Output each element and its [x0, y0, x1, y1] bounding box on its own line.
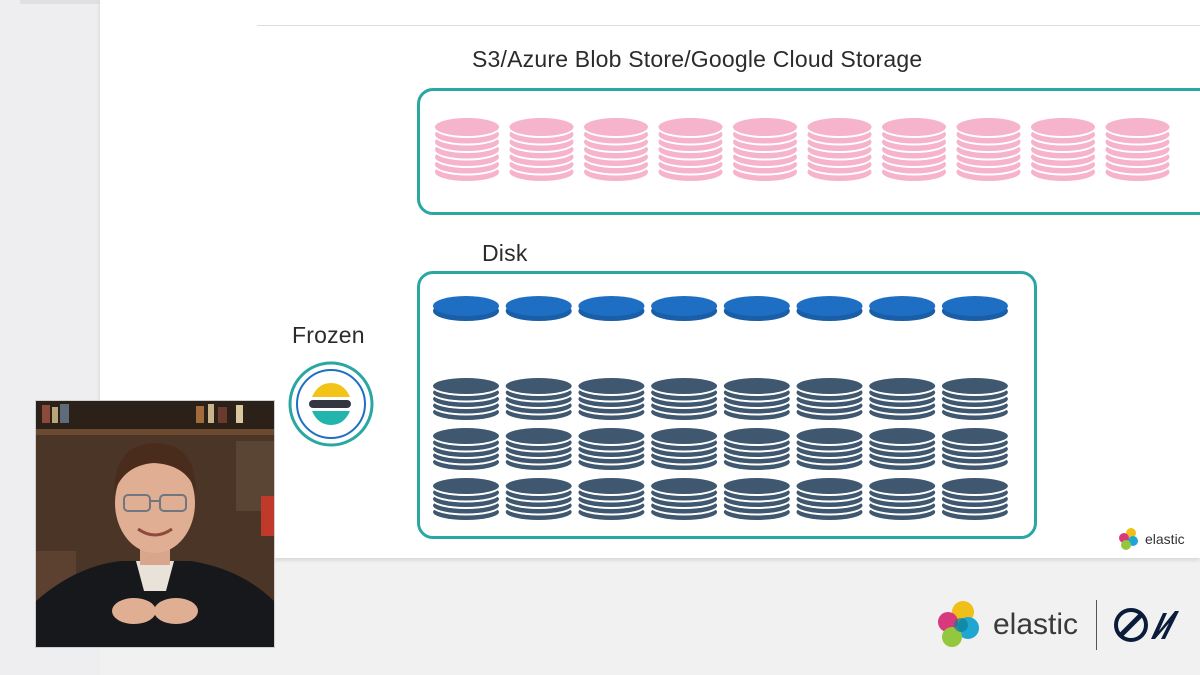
footer-separator [1096, 600, 1098, 650]
slate-disk-stack-icon [796, 478, 863, 522]
pink-storage-stack-icon [1105, 118, 1170, 183]
blue-disk-icon [505, 296, 572, 321]
blue-disk-icon [433, 296, 499, 321]
slate-disk-stack-icon [505, 378, 572, 422]
slate-disk-stack-icon [796, 378, 863, 422]
elastic-logo-icon [938, 601, 979, 647]
slate-disk-stack-icon [505, 428, 572, 472]
pink-storage-stack-icon [807, 118, 872, 183]
blue-disk-icon [578, 296, 645, 321]
footer-brand-text: elastic [993, 608, 1079, 641]
slate-disk-stack-icon [578, 478, 645, 522]
slide-divider [257, 25, 1200, 26]
slate-disk-stack-icon [723, 478, 790, 522]
pink-storage-stack-icon [658, 118, 723, 183]
blue-disk-icon [651, 296, 718, 321]
slate-disk-stack-icon [869, 378, 936, 422]
partner-logo-icon [1114, 608, 1180, 642]
pink-storage-stack-icon [956, 118, 1021, 183]
blue-disk-icon [723, 296, 790, 321]
blue-disk-icon [869, 296, 936, 321]
presenter-webcam [35, 400, 275, 648]
slate-disk-stack-icon [869, 478, 936, 522]
footer-branding: elastic [935, 600, 1185, 650]
elastic-logo-icon [1119, 528, 1138, 550]
slate-disk-stack-icon [869, 428, 936, 472]
pink-storage-stack-icon [733, 118, 797, 183]
pink-storage-stack-icon [509, 118, 574, 183]
slate-disk-stack-icon [651, 478, 718, 522]
slate-disk-stack-icon [578, 428, 645, 472]
watermark-text: elastic [1145, 531, 1185, 547]
s3-storage-box [417, 88, 1200, 215]
pink-storage-stack-icon [435, 118, 499, 183]
slate-disk-stack-icon [433, 428, 499, 472]
pink-storage-stack-icon [882, 118, 946, 183]
frozen-tier-label: Frozen [292, 322, 365, 348]
slate-disk-stack-icon [723, 428, 790, 472]
slate-disk-stack-icon [651, 378, 718, 422]
slate-disk-stack-icon [941, 378, 1008, 422]
disk-box [417, 271, 1037, 539]
pink-storage-stack-icon [584, 118, 648, 183]
slate-disk-stack-icon [433, 478, 499, 522]
slate-disk-stack-icon [433, 378, 499, 422]
blue-disk-icon [941, 296, 1008, 321]
blue-disk-icon [796, 296, 863, 321]
slate-disk-stack-icon [578, 378, 645, 422]
slide-watermark: elastic [1117, 527, 1185, 551]
disk-label: Disk [482, 240, 528, 266]
presentation-slide [100, 0, 1200, 558]
slate-disk-stack-icon [505, 478, 572, 522]
s3-storage-label: S3/Azure Blob Store/Google Cloud Storage [472, 46, 923, 72]
slate-disk-stack-icon [796, 428, 863, 472]
slate-disk-stack-icon [941, 478, 1008, 522]
slate-disk-stack-icon [941, 428, 1008, 472]
slate-disk-stack-icon [651, 428, 718, 472]
frozen-tier-icon [288, 361, 374, 447]
slate-disk-stack-icon [723, 378, 790, 422]
pink-storage-stack-icon [1031, 118, 1095, 183]
